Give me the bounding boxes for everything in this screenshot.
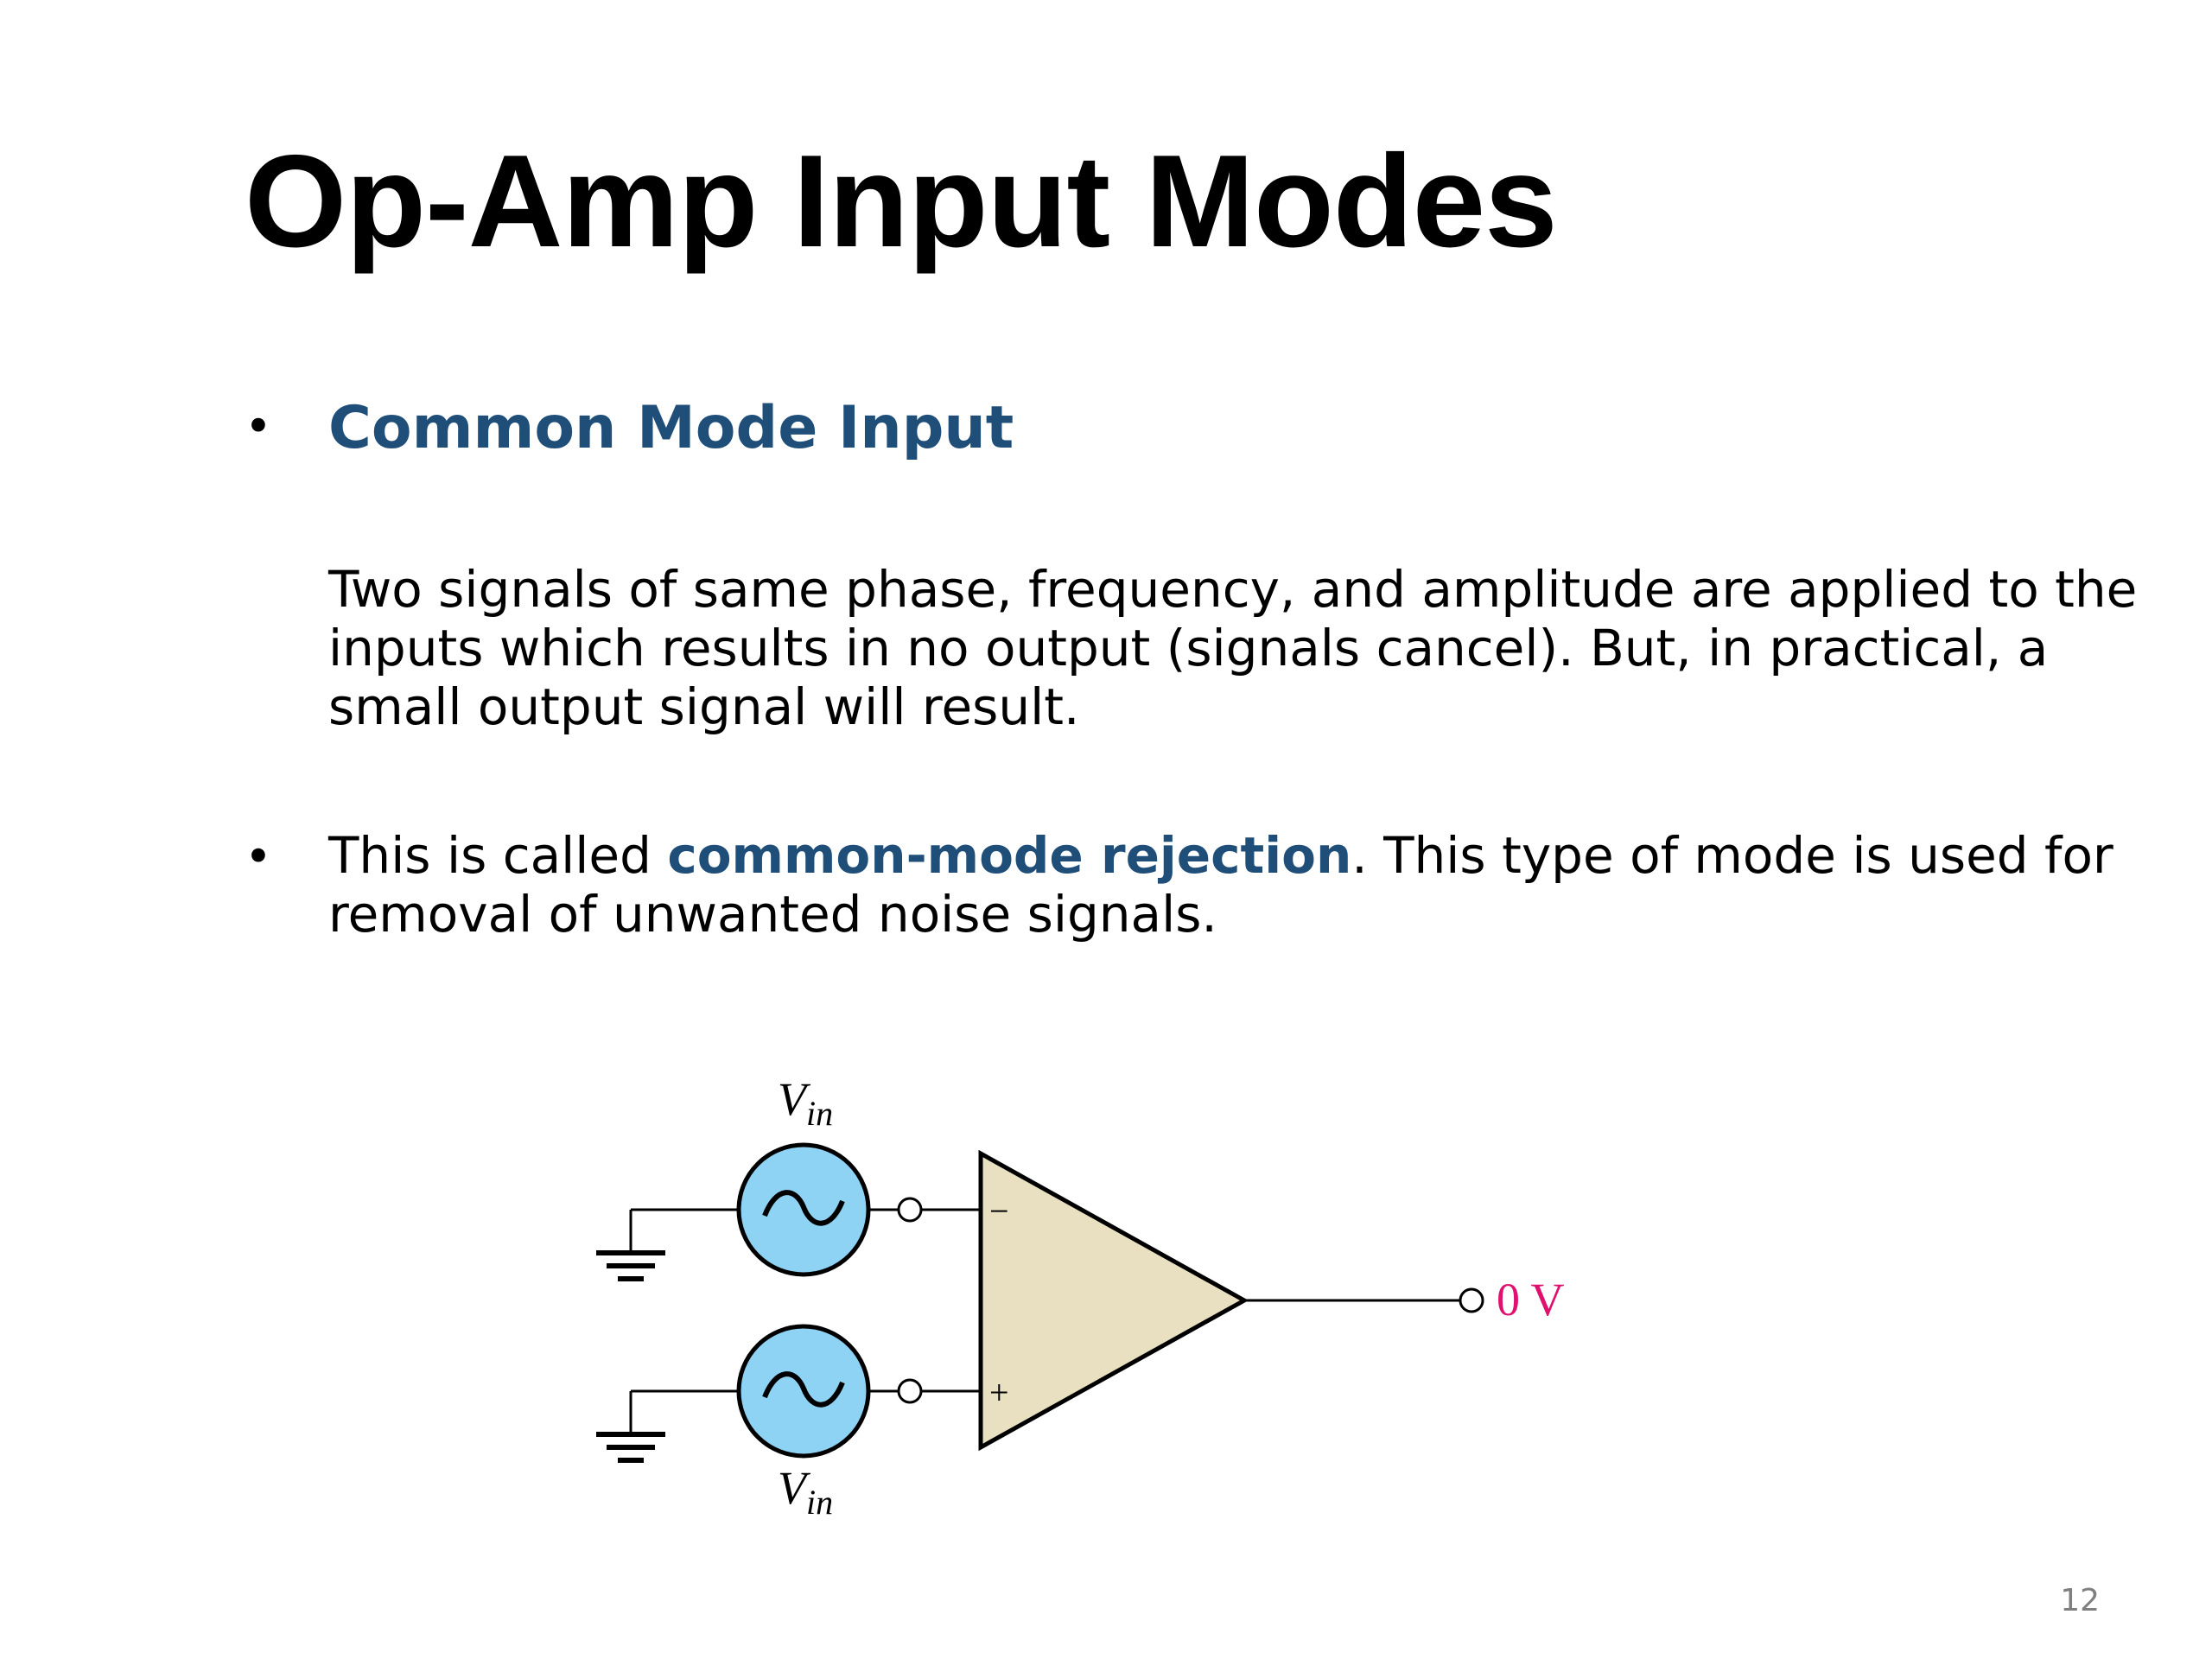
ac-voltage-source-icon <box>736 1324 871 1459</box>
input-terminal <box>897 1378 923 1404</box>
ground-icon <box>596 1389 739 1463</box>
page-number: 12 <box>2060 1583 2100 1618</box>
slide-title: Op-Amp Input Modes <box>245 128 1558 275</box>
op-amp-triangle-icon <box>978 1149 1249 1452</box>
output-terminal <box>1459 1287 1484 1313</box>
vin-top-label: Vin <box>778 1073 833 1133</box>
output-label: 0 V <box>1497 1274 1565 1325</box>
bullet-marker: • <box>245 830 272 884</box>
input-terminal <box>897 1197 923 1223</box>
rejection-paragraph: This is called common-mode rejection. Th… <box>328 826 2152 944</box>
vin-top-main: V <box>778 1073 811 1125</box>
minus-sign: − <box>989 1192 1009 1230</box>
description-paragraph: Two signals of same phase, frequency, an… <box>328 560 2138 736</box>
vin-bottom-label: Vin <box>778 1462 833 1522</box>
vin-bottom-main: V <box>778 1462 811 1514</box>
bullet-marker: • <box>245 399 272 454</box>
rejection-highlight: common-mode rejection <box>667 826 1352 885</box>
rejection-text-after: . This type of mode is used for removal … <box>328 826 2113 944</box>
section-heading: Common Mode Input <box>328 394 1014 462</box>
vin-bottom-sub: in <box>806 1483 833 1522</box>
ac-voltage-source-icon <box>736 1142 871 1277</box>
plus-sign: + <box>989 1373 1009 1412</box>
rejection-text-before: This is called <box>328 826 668 885</box>
vin-top-sub: in <box>806 1094 833 1133</box>
common-mode-circuit-diagram: − + 0 V Vin Vin <box>596 1073 1565 1522</box>
ground-icon <box>596 1208 739 1281</box>
